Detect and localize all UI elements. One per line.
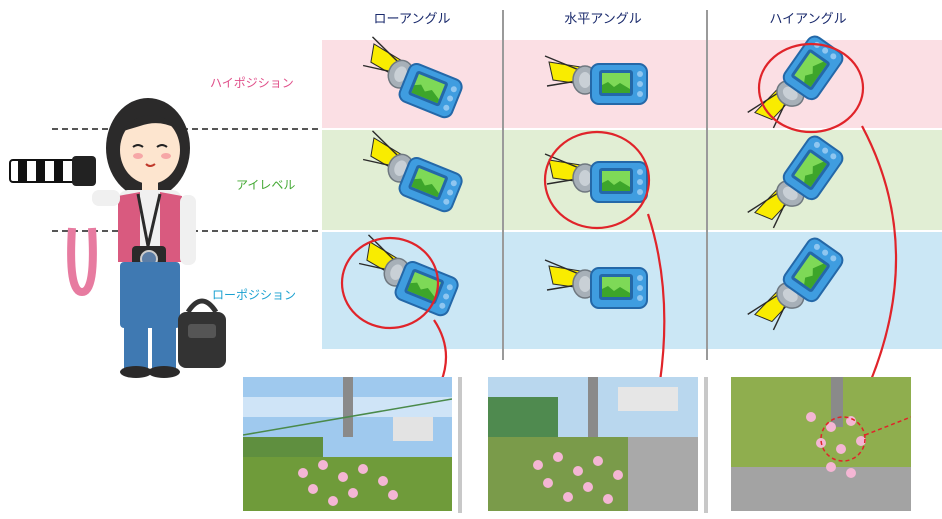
camera-eye-level-low-angle <box>353 129 469 215</box>
column-header-high-angle: ハイアングル <box>769 12 847 27</box>
column-header-horizontal-angle: 水平アングル <box>564 12 642 27</box>
row-label-eye-level: アイレベル <box>236 178 296 192</box>
highlight-circle-high-angle <box>757 42 865 134</box>
camera-low-position-horizontal <box>544 259 648 309</box>
photo-low-angle <box>243 377 452 511</box>
camera-low-position-low-angle <box>349 233 465 319</box>
camera-high-position-horizontal <box>544 55 648 105</box>
photo-separator-2 <box>704 377 708 513</box>
photo-horizontal-angle <box>488 377 698 511</box>
column-header-low-angle: ローアングル <box>373 12 451 27</box>
camera-low-position-high-angle <box>746 229 847 343</box>
row-label-high-position: ハイポジション <box>210 76 294 90</box>
photographer-illustration <box>9 98 226 378</box>
photo-separator-1 <box>458 377 462 513</box>
camera-eye-level-high-angle <box>746 127 847 241</box>
row-label-low-position: ローポジション <box>212 288 297 302</box>
camera-eye-level-horizontal <box>544 153 648 203</box>
highlight-circle-horizontal <box>543 130 651 230</box>
arrow-high-angle <box>861 125 898 392</box>
column-divider-2 <box>706 10 708 360</box>
camera-high-position-low-angle <box>353 35 469 121</box>
highlight-circle-low-angle <box>340 236 440 330</box>
column-divider-1 <box>502 10 504 360</box>
photo-high-angle <box>731 377 911 511</box>
